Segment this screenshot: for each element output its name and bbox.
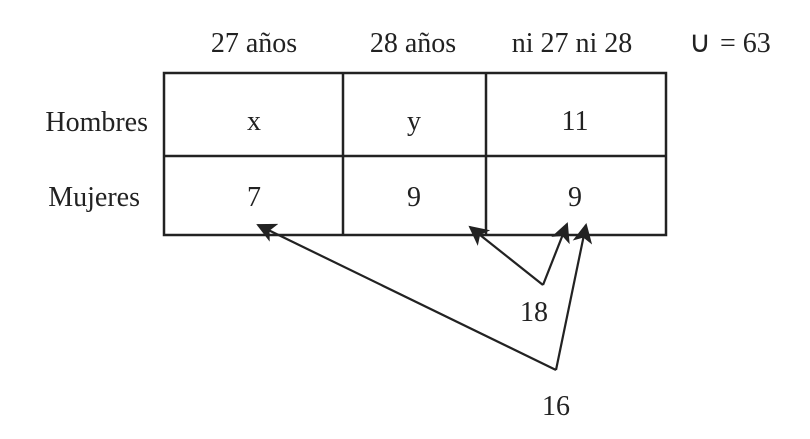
arrow-16-to-mujeres-27 bbox=[256, 223, 557, 371]
cell-hombres-neither: 11 bbox=[562, 106, 589, 137]
universe-symbol: ∪ bbox=[689, 25, 711, 60]
cell-mujeres-neither: 9 bbox=[568, 182, 582, 213]
cell-hombres-28: y bbox=[407, 106, 421, 137]
table-grid bbox=[162, 71, 668, 237]
arrow-18-to-mujeres-28 bbox=[468, 225, 544, 286]
row-label-mujeres: Mujeres bbox=[48, 182, 140, 213]
cell-mujeres-27: 7 bbox=[247, 182, 261, 213]
cell-hombres-27: x bbox=[247, 106, 261, 137]
arrows-sum-16 bbox=[256, 223, 593, 371]
universe-total: = 63 bbox=[720, 28, 771, 59]
arrows-sum-18 bbox=[468, 222, 570, 286]
column-header-27: 27 años bbox=[211, 28, 297, 59]
arrow-16-to-mujeres-neither bbox=[554, 223, 593, 371]
annotation-16: 16 bbox=[542, 391, 570, 422]
arrow-18-to-mujeres-neither bbox=[541, 222, 570, 286]
row-label-hombres: Hombres bbox=[45, 107, 148, 138]
cell-mujeres-28: 9 bbox=[407, 182, 421, 213]
column-header-28: 28 años bbox=[370, 28, 456, 59]
annotation-18: 18 bbox=[520, 297, 548, 328]
column-header-neither: ni 27 ni 28 bbox=[512, 28, 633, 59]
